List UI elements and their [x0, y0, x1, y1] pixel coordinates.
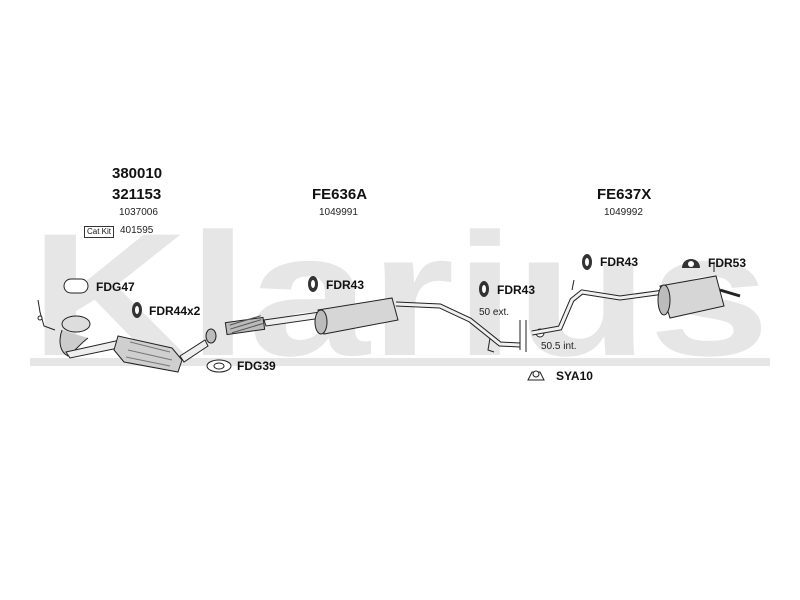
part-sya10: SYA10 [556, 369, 593, 383]
code-380010: 380010 [112, 165, 163, 182]
sya10-clamp-icon [527, 370, 545, 381]
rear-section [531, 262, 741, 336]
ref-1037006: 1037006 [119, 207, 158, 218]
front-pipe-catalyst [37, 299, 217, 373]
fdg47-gasket-icon [63, 278, 89, 294]
note-50-5-int: 50.5 int. [541, 341, 577, 352]
part-fdr43-a: FDR43 [326, 278, 365, 292]
part-fdr44x2: FDR44x2 [149, 304, 201, 318]
fdr43-mount-icon-c [582, 254, 592, 270]
centre-section [224, 297, 521, 353]
fdr43-mount-icon-a [308, 276, 318, 292]
part-fdr43-c: FDR43 [600, 255, 639, 269]
code-fe636a: FE636A [312, 186, 368, 203]
fdr53-mount-icon [682, 259, 700, 268]
part-fdr53: FDR53 [708, 256, 747, 270]
fdr44-mount-icon [132, 302, 142, 318]
ref-1049992: 1049992 [604, 207, 643, 218]
fdr43-mount-icon-b [479, 281, 489, 297]
part-fdr43-b: FDR43 [497, 283, 536, 297]
catkit-badge: Cat Kit [84, 226, 115, 238]
part-fdg47: FDG47 [96, 280, 135, 294]
code-321153: 321153 [112, 186, 162, 203]
catkit-code: 401595 [120, 225, 154, 236]
part-fdg39: FDG39 [237, 359, 276, 373]
ref-1049991: 1049991 [319, 207, 358, 218]
code-fe637x: FE637X [597, 186, 652, 203]
fdg39-gasket-icon [206, 359, 232, 373]
note-50-ext: 50 ext. [479, 307, 510, 318]
